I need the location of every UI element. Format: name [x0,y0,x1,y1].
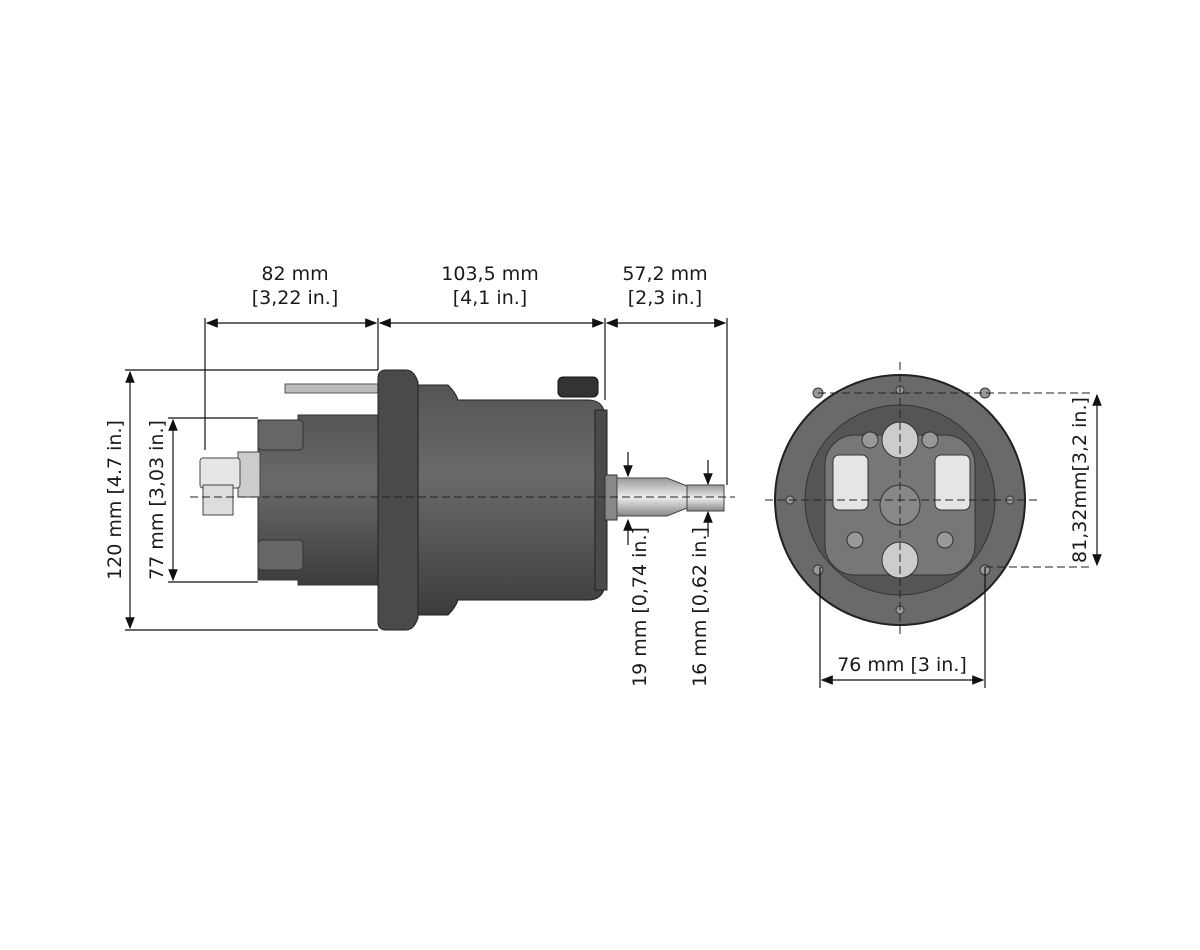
shaft-tip [686,484,725,512]
flange-height-label: 120 mm [4.7 in.] [104,420,126,580]
bolt-spacing-horizontal-label: 76 mm [3 in.] [837,654,967,676]
shaft-base-diameter-label: 19 mm [0,74 in.] [629,527,651,687]
pump-body [417,384,606,616]
fitting-nut [237,451,261,498]
shaft-length-label: 57,2 mm [2,3 in.] [600,262,730,310]
body-length-in: [4,1 in.] [452,287,528,309]
rear-length-in: [3,22 in.] [251,287,339,309]
dimension-lines [125,318,1102,688]
body-length-label: 103,5 mm [4,1 in.] [420,262,560,310]
shaft-tip-diameter-label: 16 mm [0,62 in.] [689,527,711,687]
shaft-length-mm: 57,2 mm [622,263,708,285]
shaft-length-in: [2,3 in.] [627,287,703,309]
mounting-flange [377,369,419,631]
centerlines [190,362,1090,635]
stud-top [284,383,381,394]
elbow-fitting [199,457,241,489]
filler-cap [557,376,599,398]
rear-length-mm: 82 mm [261,263,329,285]
rear-length-label: 82 mm [3,22 in.] [230,262,360,310]
body-length-mm: 103,5 mm [441,263,539,285]
bolt-spacing-vertical-label: 81,32mm[3,2 in.] [1069,397,1091,563]
rear-height-label: 77 mm [3,03 in.] [146,420,168,580]
pump-side-view [199,369,725,631]
